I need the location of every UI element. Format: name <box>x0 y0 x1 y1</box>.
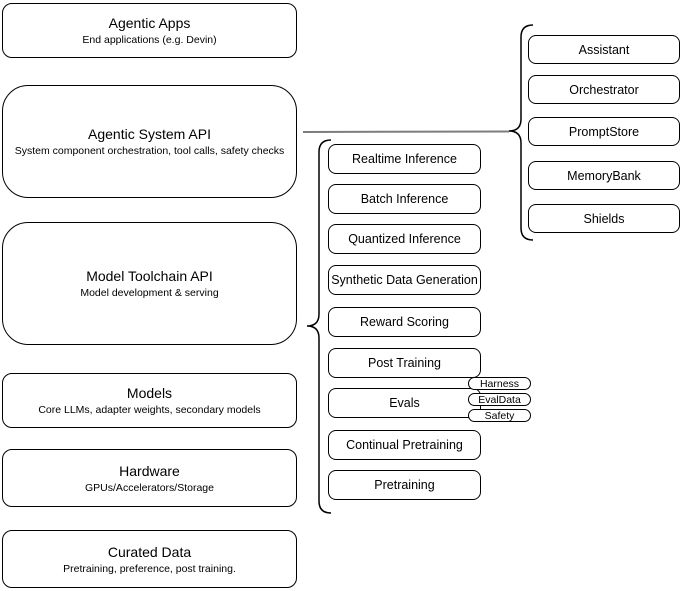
node-harness: Harness <box>468 377 531 390</box>
node-orchestrator: Orchestrator <box>528 75 680 104</box>
node-realtime-inference: Realtime Inference <box>328 144 481 174</box>
node-memorybank: MemoryBank <box>528 161 680 190</box>
node-title: Agentic System API <box>88 126 211 142</box>
node-label: Batch Inference <box>360 192 449 206</box>
node-subtitle: End applications (e.g. Devin) <box>82 34 217 46</box>
node-quantized-inference: Quantized Inference <box>328 224 481 254</box>
node-promptstore: PromptStore <box>528 117 680 146</box>
node-batch-inference: Batch Inference <box>328 184 481 214</box>
node-label: Safety <box>484 409 515 422</box>
node-subtitle: Core LLMs, adapter weights, secondary mo… <box>38 404 261 416</box>
node-model-toolchain-api: Model Toolchain API Model development & … <box>2 222 297 345</box>
node-shields: Shields <box>528 204 680 233</box>
node-title: Model Toolchain API <box>86 268 213 284</box>
system-brace <box>508 24 534 241</box>
node-models: Models Core LLMs, adapter weights, secon… <box>2 373 297 428</box>
node-hardware: Hardware GPUs/Accelerators/Storage <box>2 449 297 507</box>
node-label: Continual Pretraining <box>346 438 463 452</box>
node-label: Pretraining <box>374 478 435 492</box>
node-title: Hardware <box>119 462 180 479</box>
node-label: MemoryBank <box>567 168 641 183</box>
node-assistant: Assistant <box>528 35 680 64</box>
node-evals: Evals <box>328 388 481 418</box>
node-subtitle: Model development & serving <box>80 287 219 299</box>
node-label: EvalData <box>478 393 521 406</box>
node-evaldata: EvalData <box>468 393 531 406</box>
node-label: Evals <box>389 396 420 410</box>
node-subtitle: GPUs/Accelerators/Storage <box>85 481 214 494</box>
node-continual-pretraining: Continual Pretraining <box>328 430 481 460</box>
node-label: Post Training <box>368 356 441 370</box>
node-label: Shields <box>583 211 625 226</box>
node-post-training: Post Training <box>328 348 481 378</box>
node-subtitle: System component orchestration, tool cal… <box>14 145 285 157</box>
node-title: Agentic Apps <box>108 15 191 31</box>
node-synthetic-data-generation: Synthetic Data Generation <box>328 265 481 295</box>
node-pretraining: Pretraining <box>328 470 481 500</box>
node-agentic-system-api: Agentic System API System component orch… <box>2 85 297 198</box>
node-label: PromptStore <box>568 124 640 139</box>
node-title: Curated Data <box>107 543 192 560</box>
node-curated-data: Curated Data Pretraining, preference, po… <box>2 530 297 588</box>
node-label: Quantized Inference <box>348 232 461 246</box>
node-reward-scoring: Reward Scoring <box>328 307 481 337</box>
node-label: Synthetic Data Generation <box>331 273 478 287</box>
node-label: Orchestrator <box>569 82 639 97</box>
node-safety: Safety <box>468 409 531 422</box>
system-api-connector-line <box>302 130 510 133</box>
node-label: Harness <box>479 377 520 390</box>
toolchain-brace <box>306 139 332 514</box>
node-label: Assistant <box>578 42 630 57</box>
node-label: Reward Scoring <box>360 315 449 329</box>
node-agentic-apps: Agentic Apps End applications (e.g. Devi… <box>2 3 297 58</box>
node-label: Realtime Inference <box>352 152 457 166</box>
node-subtitle: Pretraining, preference, post training. <box>63 562 236 575</box>
node-title: Models <box>126 385 173 401</box>
